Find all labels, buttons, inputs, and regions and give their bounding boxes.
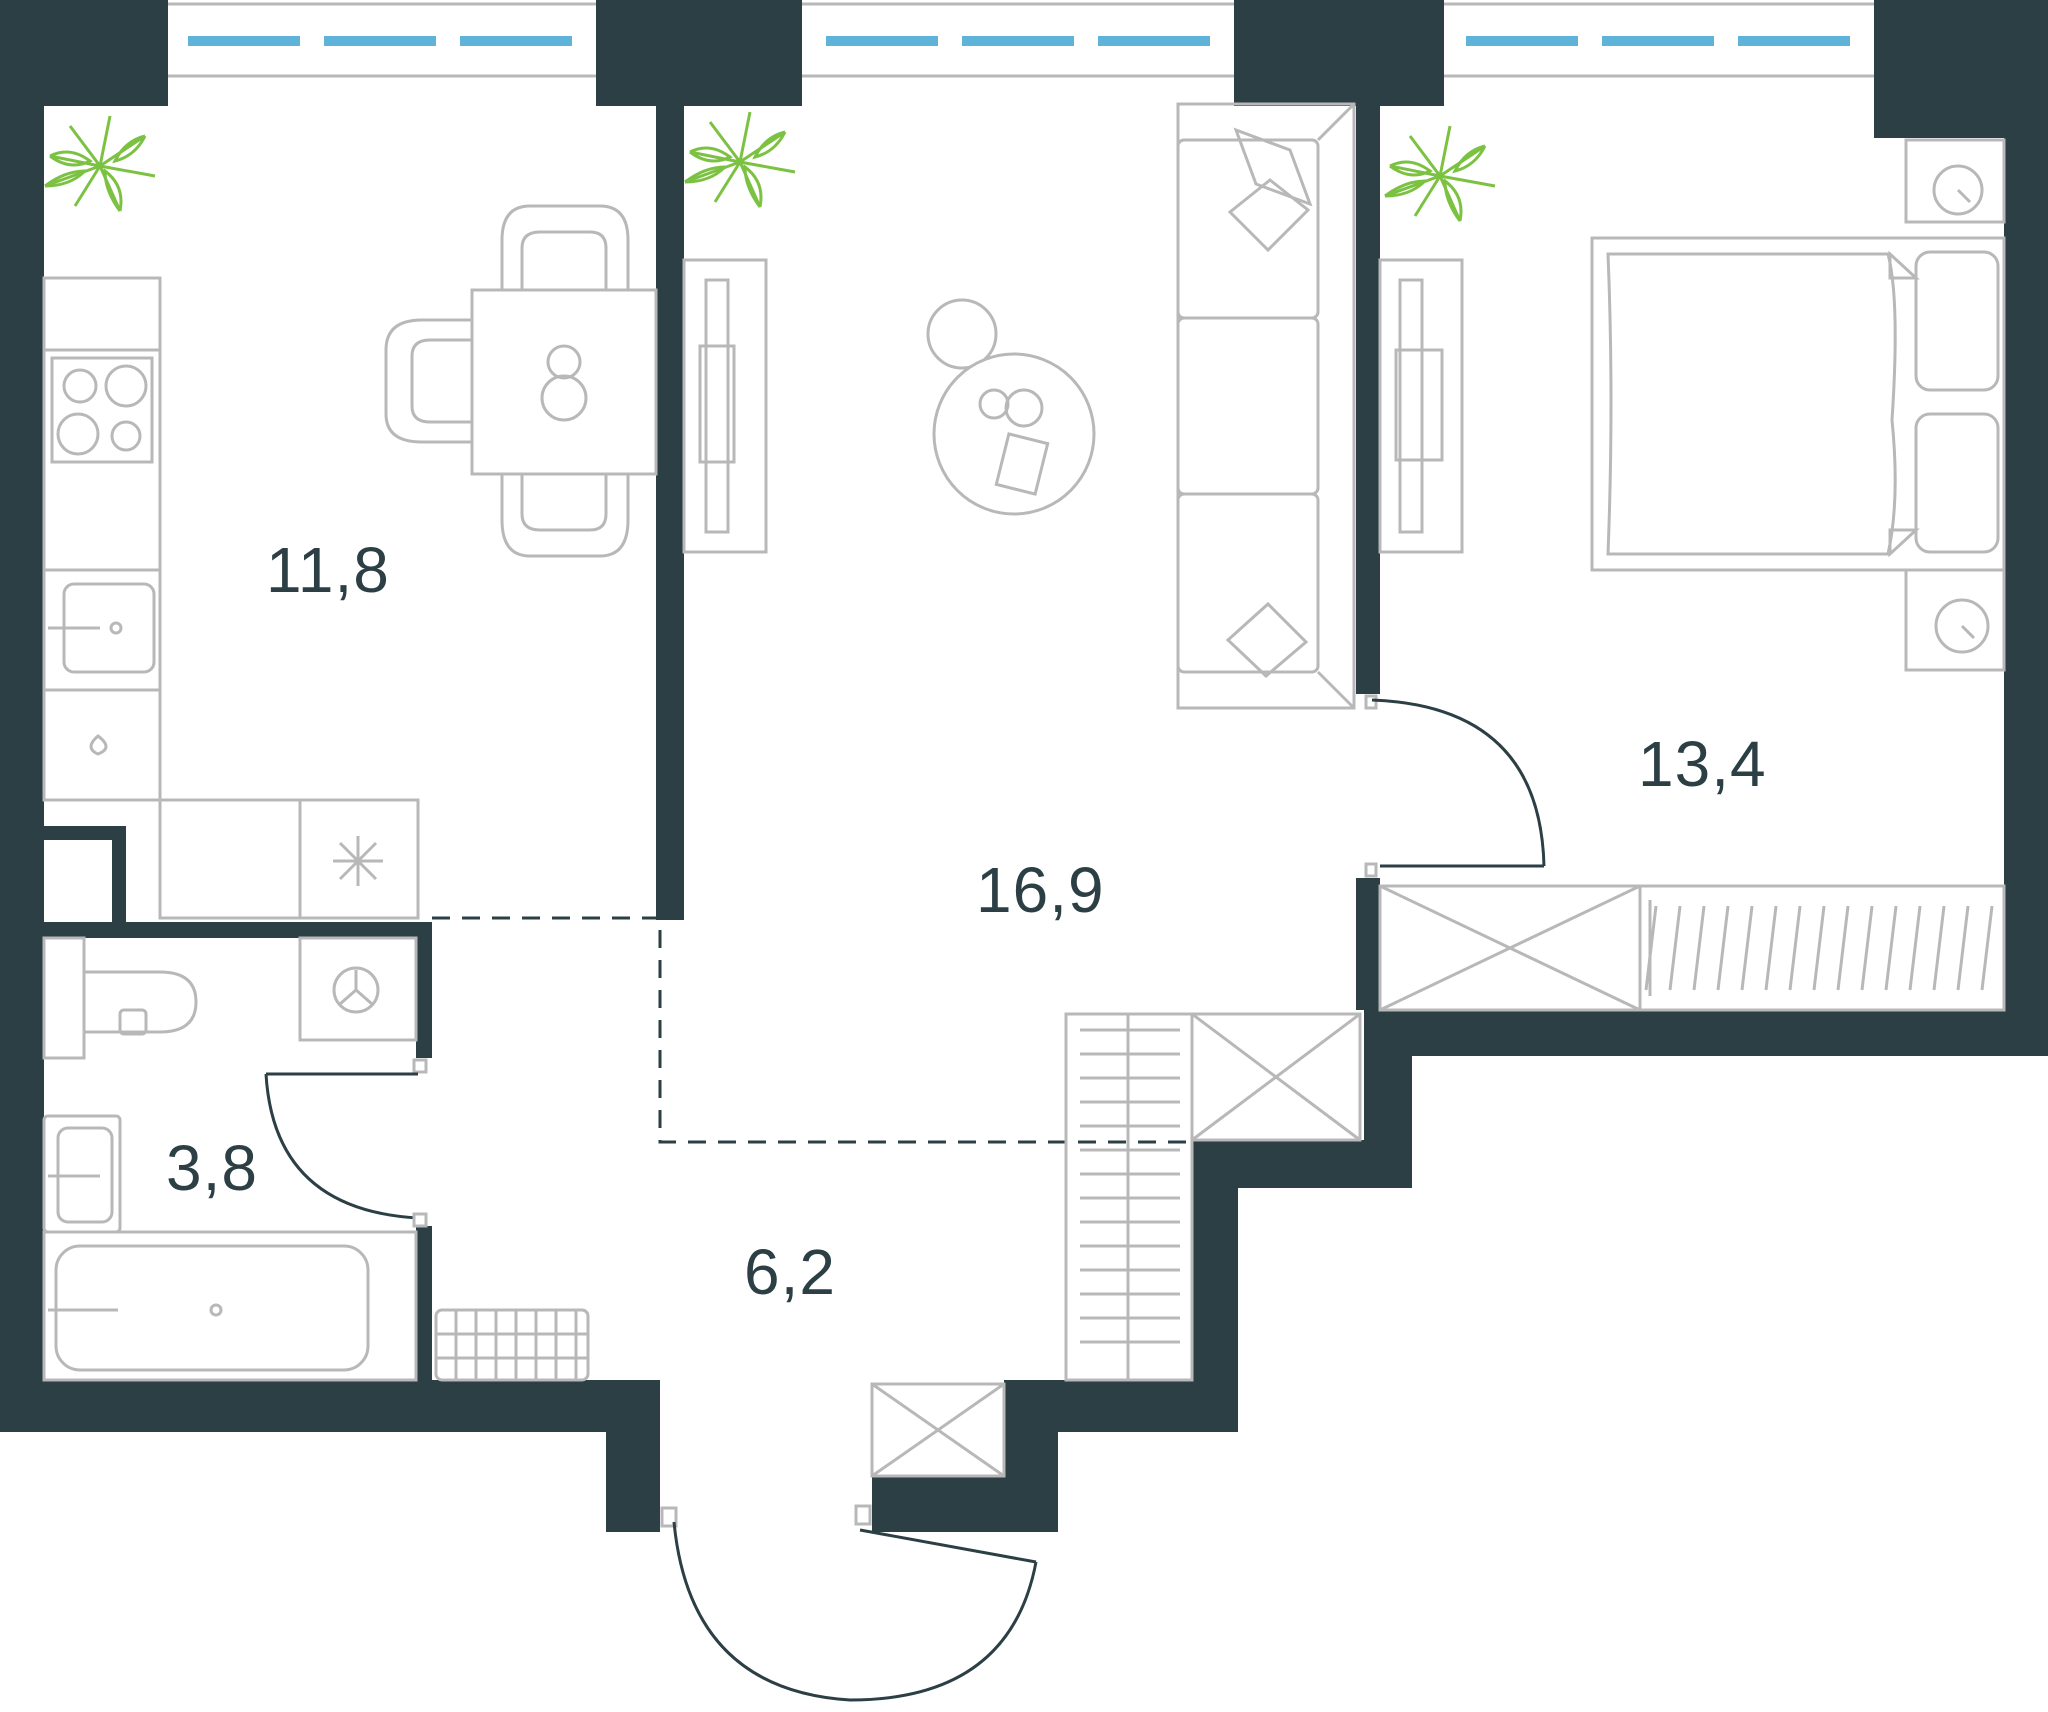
plant-icon xyxy=(684,111,796,208)
wardrobe-icon xyxy=(1378,884,2006,1012)
room-area-bedroom: 13,4 xyxy=(1638,728,1767,800)
chair-icon xyxy=(384,318,472,444)
window-icon xyxy=(168,0,596,78)
cabinet-icon xyxy=(870,1382,1006,1478)
door-icon[interactable] xyxy=(264,1058,428,1228)
wardrobe-icon xyxy=(1064,1012,1362,1382)
walls xyxy=(0,0,2048,1532)
window-icon xyxy=(802,0,1234,78)
room-area-hallway: 6,2 xyxy=(744,1236,836,1308)
kitchen-counter xyxy=(42,276,420,920)
area-labels: 11,8 16,9 13,4 3,8 6,2 xyxy=(166,534,1767,1308)
toilet-icon xyxy=(42,936,198,1060)
zone-divider xyxy=(432,916,1190,1144)
washing-machine-icon xyxy=(298,936,418,1042)
room-area-living: 16,9 xyxy=(976,854,1105,926)
sink-icon xyxy=(48,582,156,674)
coffee-table-icon xyxy=(926,298,1096,516)
chair-icon xyxy=(500,474,630,558)
tv-icon xyxy=(1378,258,1464,554)
windows xyxy=(168,0,1874,78)
nightstand-icon xyxy=(1904,138,2006,224)
sink-icon xyxy=(42,1114,122,1234)
shoe-rack-icon xyxy=(434,1308,590,1382)
fridge-icon xyxy=(333,836,383,886)
door-icon[interactable] xyxy=(660,1504,1038,1702)
chair-icon xyxy=(500,204,630,290)
room-area-bathroom: 3,8 xyxy=(166,1132,258,1204)
plant-icon xyxy=(1384,125,1496,222)
bathtub-icon xyxy=(42,1230,418,1382)
sofa-icon xyxy=(1176,102,1356,710)
window-icon xyxy=(1444,0,1874,78)
stove-icon xyxy=(50,356,154,464)
bed-icon xyxy=(1590,236,2006,572)
table-icon xyxy=(470,288,658,476)
tv-icon xyxy=(682,258,768,554)
door-icon[interactable] xyxy=(1364,694,1546,878)
plant-icon xyxy=(44,115,156,212)
nightstand-icon xyxy=(1904,568,2006,672)
room-area-kitchen: 11,8 xyxy=(266,534,390,606)
drop-icon xyxy=(89,734,108,756)
